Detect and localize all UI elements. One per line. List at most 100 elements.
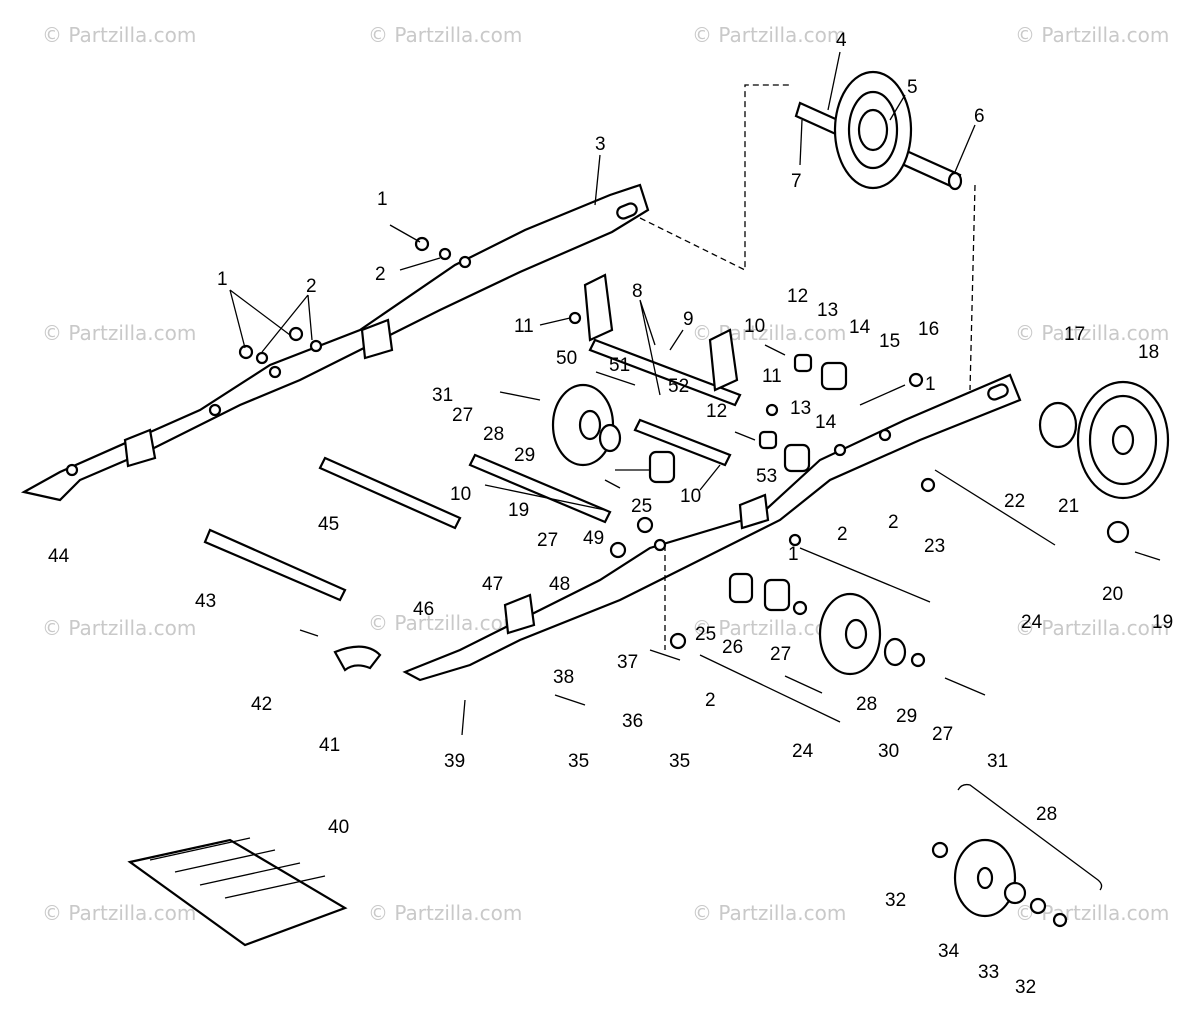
callout-14: 14 — [849, 317, 871, 338]
callout-25: 25 — [631, 496, 652, 517]
assembly-28-detail — [931, 783, 1103, 928]
callout-20: 20 — [1102, 584, 1123, 605]
callout-11: 11 — [514, 316, 534, 337]
callout-12: 12 — [706, 401, 727, 422]
callout-19: 19 — [1152, 612, 1173, 633]
callout-33: 33 — [978, 962, 999, 983]
callout-31: 31 — [987, 751, 1008, 772]
brackets — [123, 273, 770, 635]
callout-40: 40 — [328, 817, 349, 838]
watermark: © Partzilla.com — [368, 901, 522, 925]
callout-2: 2 — [837, 524, 848, 545]
callout-1: 1 — [377, 189, 388, 210]
callout-22: 22 — [1004, 491, 1025, 512]
callout-36: 36 — [622, 711, 643, 732]
callout-44: 44 — [48, 546, 70, 567]
callout-2: 2 — [375, 264, 386, 285]
watermark: © Partzilla.com — [1015, 616, 1169, 640]
callout-8: 8 — [632, 281, 643, 302]
callout-28-assembly: 28 — [1036, 804, 1057, 825]
watermark: © Partzilla.com — [1015, 23, 1169, 47]
callout-47: 47 — [482, 574, 503, 595]
callout-21: 21 — [1058, 496, 1079, 517]
callout-39: 39 — [444, 751, 465, 772]
leader-lines — [229, 51, 976, 511]
callout-15: 15 — [879, 331, 900, 352]
callout-50: 50 — [556, 348, 577, 369]
callout-27: 27 — [770, 644, 791, 665]
callout-10: 10 — [680, 486, 701, 507]
hardware — [238, 236, 1130, 668]
callout-11: 11 — [762, 366, 782, 387]
callout-24: 24 — [1021, 612, 1043, 633]
callout-1: 1 — [217, 269, 228, 290]
watermark: © Partzilla.com — [692, 901, 846, 925]
callout-49: 49 — [583, 528, 604, 549]
watermark: © Partzilla.com — [42, 321, 196, 345]
callout-18: 18 — [1138, 342, 1159, 363]
callout-46: 46 — [413, 599, 434, 620]
callout-29: 29 — [514, 445, 535, 466]
callout-1: 1 — [925, 374, 936, 395]
watermark: © Partzilla.com — [42, 23, 196, 47]
watermark: © Partzilla.com — [692, 23, 846, 47]
callout-13: 13 — [790, 398, 811, 419]
callout-28: 28 — [856, 694, 877, 715]
callout-30: 30 — [878, 741, 899, 762]
callout-27: 27 — [932, 724, 953, 745]
callout-5: 5 — [907, 77, 918, 98]
callout-42: 42 — [251, 694, 272, 715]
callout-labels: 1 1 1 1 2 2 2 2 2 3 4 5 6 7 8 9 10 10 10… — [48, 30, 1173, 998]
callout-14: 14 — [815, 412, 837, 433]
callout-13: 13 — [817, 300, 838, 321]
callout-2: 2 — [705, 690, 716, 711]
callout-16: 16 — [918, 319, 939, 340]
callout-29: 29 — [896, 706, 917, 727]
callout-28: 28 — [483, 424, 504, 445]
callout-3: 3 — [595, 134, 606, 155]
callout-19: 19 — [508, 500, 529, 521]
callout-23: 23 — [924, 536, 945, 557]
callout-32: 32 — [885, 890, 906, 911]
callout-43: 43 — [195, 591, 216, 612]
watermark: © Partzilla.com — [42, 901, 196, 925]
callout-35: 35 — [568, 751, 589, 772]
watermark: © Partzilla.com — [1015, 321, 1169, 345]
reference-lines — [639, 84, 976, 650]
shafts — [203, 338, 742, 602]
callout-10: 10 — [744, 316, 765, 337]
track-section-40 — [127, 837, 348, 947]
callout-27: 27 — [537, 530, 558, 551]
idler-wheel-18 — [1038, 380, 1170, 500]
callout-34: 34 — [938, 941, 960, 962]
callout-6: 6 — [974, 106, 985, 127]
callout-37: 37 — [617, 652, 638, 673]
callout-12: 12 — [787, 286, 808, 307]
callout-4: 4 — [836, 30, 847, 51]
upper-rail — [20, 183, 650, 502]
watermarks: © Partzilla.com © Partzilla.com © Partzi… — [42, 23, 1169, 925]
callout-17: 17 — [1064, 324, 1085, 345]
callout-27: 27 — [452, 405, 473, 426]
callout-24: 24 — [792, 741, 814, 762]
callout-38: 38 — [553, 667, 574, 688]
front-parts — [299, 629, 382, 672]
callout-31: 31 — [432, 385, 453, 406]
callout-32: 32 — [1015, 977, 1036, 998]
watermark: © Partzilla.com — [42, 616, 196, 640]
rear-axle-wheel — [794, 70, 963, 191]
callout-26: 26 — [722, 637, 743, 658]
watermark: © Partzilla.com — [368, 23, 522, 47]
callout-51: 51 — [609, 355, 630, 376]
idler-wheels-28 — [551, 383, 882, 676]
callout-48: 48 — [549, 574, 570, 595]
callout-2: 2 — [888, 512, 899, 533]
callout-9: 9 — [683, 309, 694, 330]
bolts — [461, 344, 1161, 736]
callout-10: 10 — [450, 484, 471, 505]
callout-1: 1 — [788, 544, 799, 565]
callout-41: 41 — [319, 735, 340, 756]
callout-45: 45 — [318, 514, 339, 535]
callout-2: 2 — [306, 276, 317, 297]
